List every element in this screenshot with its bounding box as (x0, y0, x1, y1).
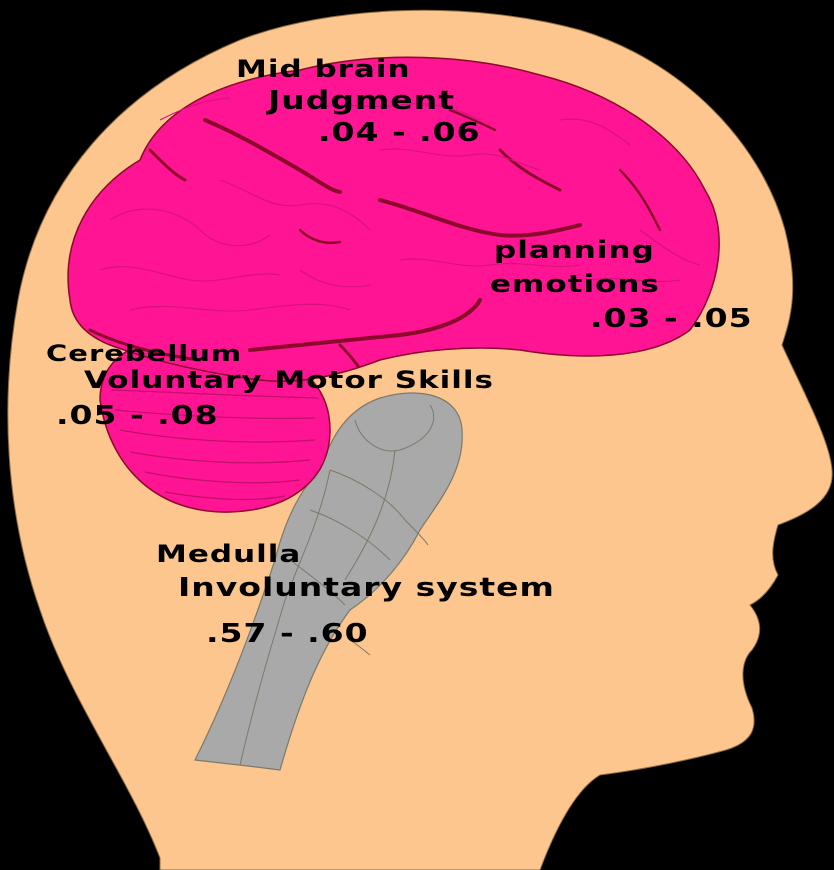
medulla-function-label: Involuntary system (178, 572, 555, 602)
frontal-function-label: emotions (490, 270, 660, 298)
midbrain-name-label: Mid brain (236, 55, 411, 83)
medulla-range-label: .57 - .60 (206, 618, 369, 648)
cerebellum-range-label: .05 - .08 (56, 400, 219, 430)
frontal-name-label: planning (494, 236, 655, 264)
cerebellum-function-label: Voluntary Motor Skills (84, 366, 494, 394)
frontal-range-label: .03 - .05 (590, 303, 753, 333)
midbrain-range-label: .04 - .06 (318, 117, 481, 147)
midbrain-function-label: Judgment (268, 85, 455, 115)
medulla-name-label: Medulla (156, 540, 301, 568)
cerebellum-name-label: Cerebellum (46, 340, 242, 367)
